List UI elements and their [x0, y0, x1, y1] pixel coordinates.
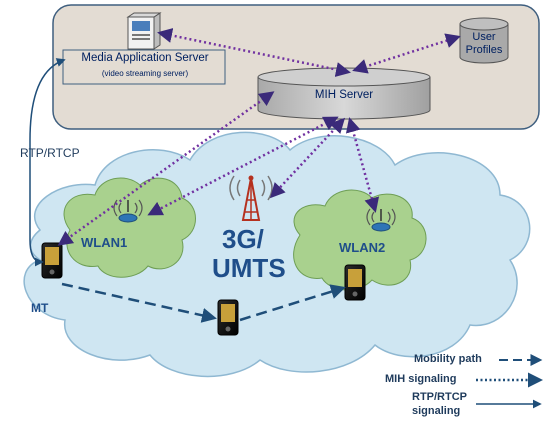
- user-profiles-db: [459, 17, 509, 64]
- mih-link-user-profiles: [352, 33, 461, 74]
- legend-mih-signaling: MIH signaling: [385, 373, 457, 385]
- mobile-terminal-icon-2: [217, 299, 239, 336]
- wlan2-label: WLAN2: [339, 240, 386, 255]
- mih-server-label: MIH Server: [314, 89, 374, 101]
- media-server-icon: [126, 12, 162, 50]
- mih-link-media-server: [157, 28, 351, 77]
- legend-rtp-line2: signaling: [412, 405, 461, 417]
- mobility-path-segment-2: [239, 284, 346, 322]
- wlan2-access-point-icon: [366, 208, 396, 232]
- user-profiles-label-line1: User: [472, 31, 496, 43]
- mobility-path-segment-1: [61, 282, 217, 323]
- user-profiles-label-line2: Profiles: [465, 44, 503, 56]
- wlan1-label: WLAN1: [81, 235, 128, 250]
- mobile-terminal-icon-3: [344, 264, 366, 301]
- rtp-rtcp-link: [29, 58, 66, 267]
- legend-rtp-line1: RTP/RTCP: [412, 391, 467, 403]
- legend-mobility-path: Mobility path: [414, 353, 482, 365]
- umts-label-line1: 3G/: [222, 224, 264, 254]
- mobile-terminal-icon-1: [41, 242, 63, 279]
- media-server-title: Media Application Server: [81, 52, 209, 64]
- media-server-subtitle: (video streaming server): [101, 69, 189, 78]
- umts-label-line2: UMTS: [212, 253, 286, 283]
- mih-link-umts: [269, 117, 346, 199]
- mt-label: MT: [31, 301, 49, 315]
- mih-link-wlan2: [345, 117, 380, 213]
- rtp-rtcp-label: RTP/RTCP: [20, 146, 80, 160]
